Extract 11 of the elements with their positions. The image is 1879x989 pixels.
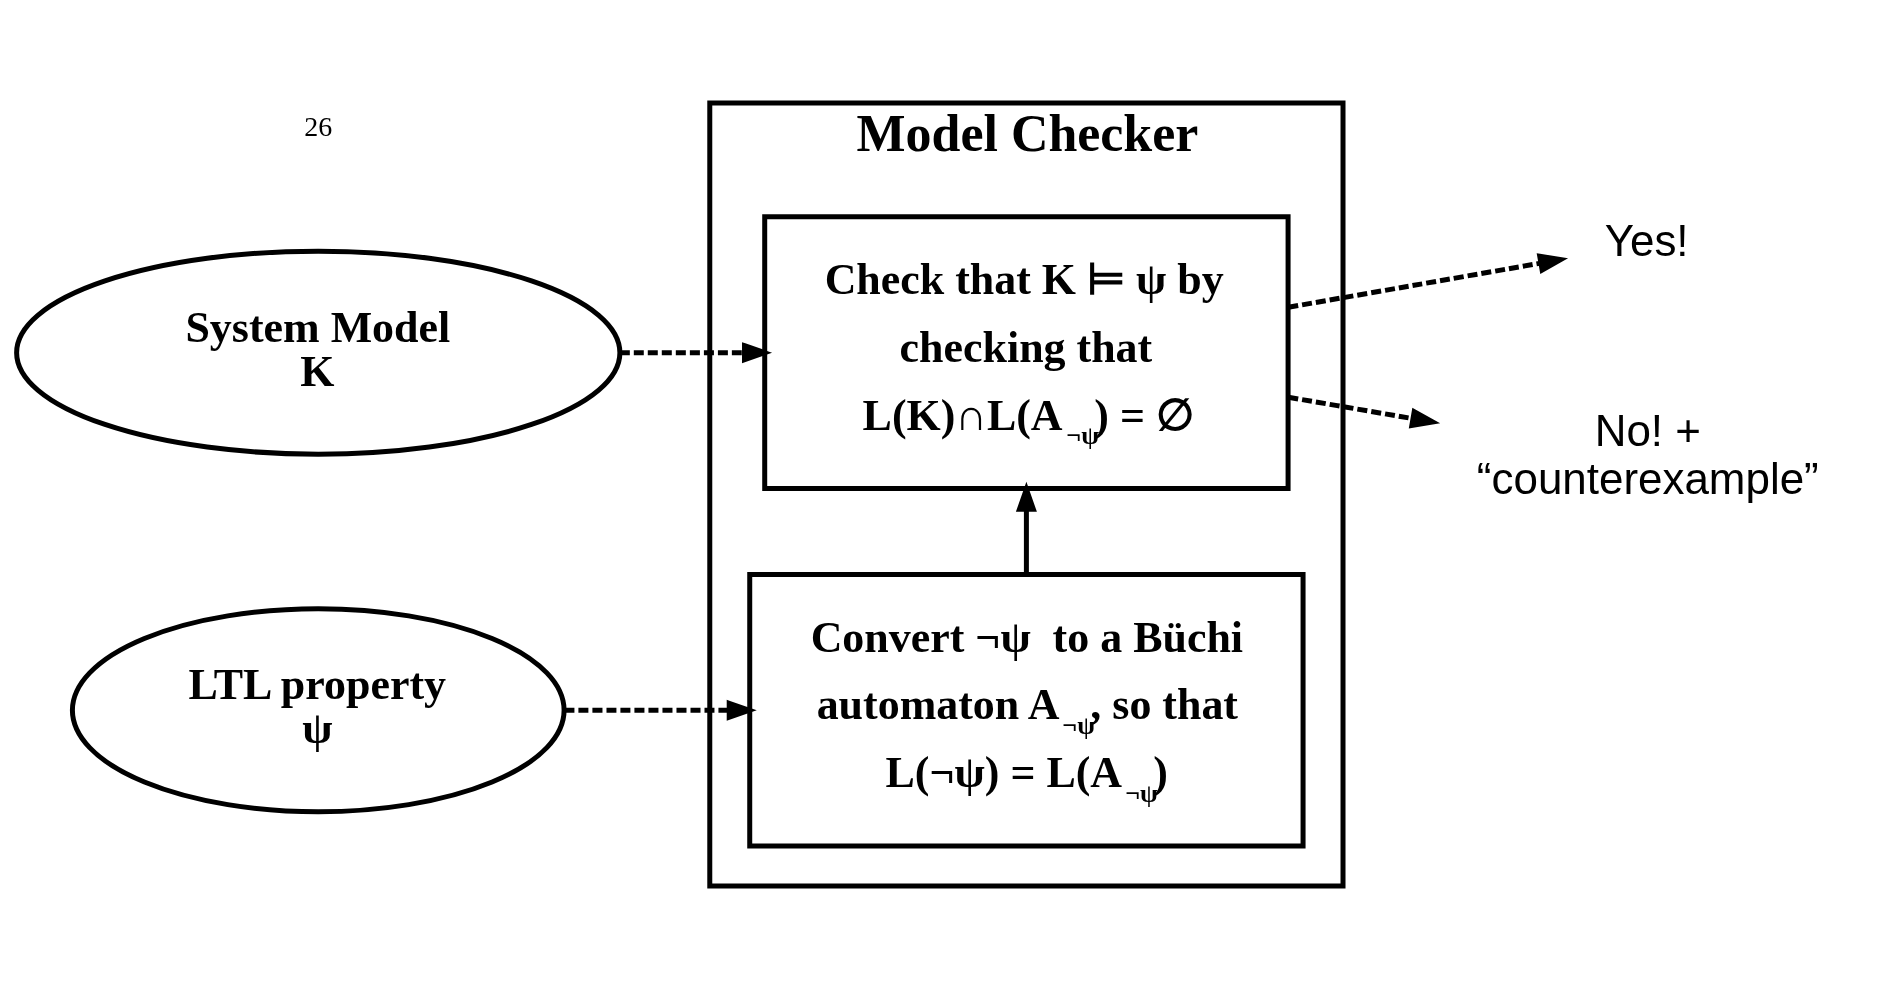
arrow [1287, 253, 1569, 310]
arrow [619, 342, 773, 364]
node-ellipse: LTL property ψ [69, 606, 567, 815]
label: 26 [304, 111, 333, 143]
node-box: Check that K ⊨ ψ by checking that L(K)∩L(A$_{¬ψ}$) = ∅ [762, 214, 1291, 491]
arrow [564, 699, 757, 721]
arrow [1287, 394, 1441, 429]
arrow [1015, 481, 1037, 575]
node-ellipse: System Model K [14, 248, 623, 457]
node-text: No! + “counterexample” [1476, 405, 1819, 503]
node-text: Yes! [1604, 215, 1689, 265]
